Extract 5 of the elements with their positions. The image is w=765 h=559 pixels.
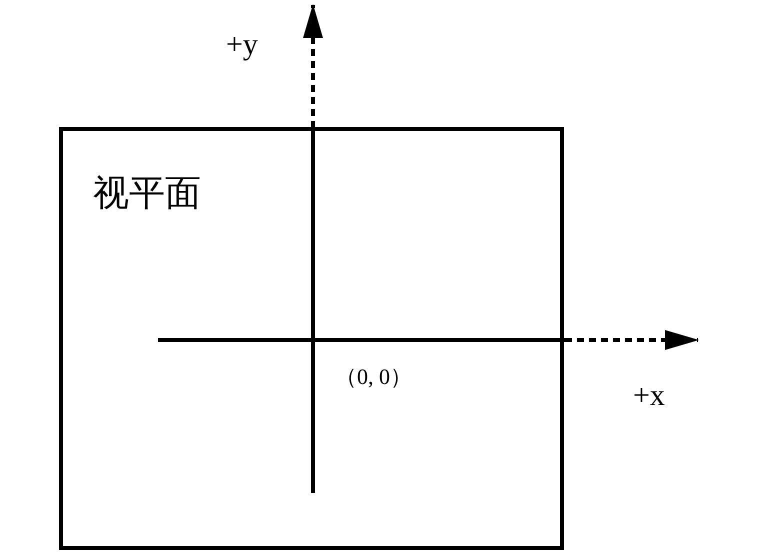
axis-label: +x <box>633 381 665 411</box>
plane-label: 视平面 <box>93 175 201 211</box>
view-plane-box <box>59 127 564 550</box>
axis-label: +y <box>226 30 258 60</box>
origin-label: （0, 0） <box>335 366 412 388</box>
